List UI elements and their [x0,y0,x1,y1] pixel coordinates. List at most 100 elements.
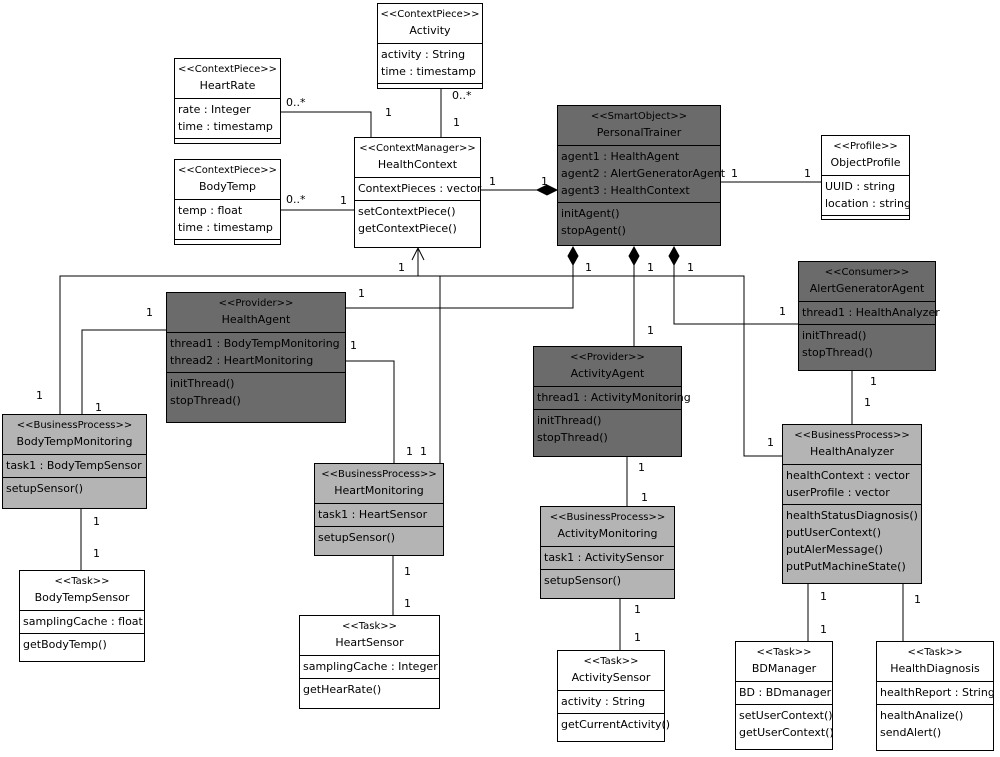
attributes-compartment: thread1 : HealthAnalyzer [799,301,940,324]
multiplicity: 1 [358,287,365,300]
multiplicity: 1 [385,106,392,119]
stereotype: <<BusinessProcess>> [794,430,910,441]
class-name: BodyTempMonitoring [16,435,133,448]
attribute: healthContext : vector [786,469,910,482]
multiplicity: 1 [585,261,592,274]
multiplicity: 1 [641,491,648,504]
multiplicity: 0..* [286,96,306,109]
class-header: <<Provider>> HealthAgent [167,293,345,332]
class-name: HealthDiagnosis [890,662,980,675]
multiplicity: 1 [870,375,877,388]
assoc-heartrate-healthcontext [281,111,372,138]
multiplicity: 1 [398,261,405,274]
class-header: <<ContextManager>>HealthContext [355,138,480,177]
operations-compartment [175,239,280,245]
operation: healthStatusDiagnosis() [786,509,918,522]
attribute: activity : String [381,48,466,61]
attribute: task1 : BodyTempSensor [6,459,142,472]
attribute: agent1 : HealthAgent [561,150,680,163]
operation: initThread() [170,377,235,390]
class-name: BodyTempSensor [34,591,130,604]
multiplicity: 0..* [286,193,306,206]
composition-diamond-healthagent [567,245,579,267]
attribute: activity : String [561,695,646,708]
attribute: task1 : HeartSensor [318,508,428,521]
multiplicity: 1 [779,305,786,318]
composition-diamond-activityagent [628,245,640,267]
operation: sendAlert() [880,726,942,739]
composition-diamond-alertgenerator [668,245,680,267]
operation: setupSensor() [6,482,84,495]
attributes-compartment: BD : BDmanager [736,681,832,704]
attributes-compartment: task1 : ActivitySensor [541,546,674,569]
operations-compartment [378,83,482,89]
class-name: HealthAgent [221,313,291,326]
multiplicity: 1 [820,623,827,636]
multiplicity: 1 [541,175,548,188]
operations-compartment: setContextPiece()getContextPiece() [355,200,480,240]
multiplicity: 1 [731,167,738,180]
attribute: thread1 : HealthAnalyzer [802,306,940,319]
attribute: agent3 : HealthContext [561,184,690,197]
class-header: <<BusinessProcess>>BodyTempMonitoring [3,415,146,454]
attribute: temp : float [178,204,243,217]
attribute: location : string [825,197,911,210]
multiplicity: 1 [647,324,654,337]
attribute: samplingCache : Integer [303,660,438,673]
attributes-compartment: samplingCache : float [20,610,144,633]
operations-compartment: initThread()stopThread() [799,324,935,364]
operation: putUserContext() [786,526,882,539]
operation: setContextPiece() [358,205,456,218]
attribute: ContextPieces : vector [358,182,482,195]
operation: setUserContext() [739,709,833,722]
class-name: AlertGeneratorAgent [809,282,925,295]
attribute: BD : BDmanager [739,686,832,699]
operation: initThread() [537,414,602,427]
attributes-compartment: task1 : BodyTempSensor [3,454,146,477]
class-name: HeartMonitoring [334,484,424,497]
multiplicity: 1 [634,631,641,644]
class-name: HeartRate [199,79,256,92]
operation: stopThread() [802,346,873,359]
stereotype: <<Provider>> [218,298,294,309]
class-header: <<ContextPiece>>BodyTemp [175,160,280,199]
multiplicity: 1 [687,261,694,274]
stereotype: <<Task>> [756,647,812,658]
multiplicity: 1 [404,597,411,610]
operation: getCurrentActivity() [561,718,671,731]
multiplicity: 1 [453,116,460,129]
stereotype: <<ContextPiece>> [177,64,278,75]
multiplicity: 1 [404,565,411,578]
multiplicity: 1 [638,461,645,474]
attribute: samplingCache : float [23,615,143,628]
assoc-personaltrainer-healthagent [346,264,574,309]
attribute: thread2 : HeartMonitoring [170,354,314,367]
attributes-compartment: ContextPieces : vector [355,177,482,200]
class-name: ActivityMonitoring [557,527,658,540]
operations-compartment: healthStatusDiagnosis() putUserContext() p… [783,504,921,578]
stereotype: <<Profile>> [833,141,898,152]
operation: setupSensor() [544,574,622,587]
multiplicity: 1 [634,603,641,616]
class-personaltrainer: <<SmartObject>>PersonalTrainer agent1 : H… [557,105,725,246]
class-header: <<Provider>>ActivityAgent [534,347,681,386]
attribute: time : timestamp [178,120,273,133]
class-header: <<SmartObject>>PersonalTrainer [558,106,720,145]
assoc-personaltrainer-alertgenerator [673,264,798,325]
stereotype: <<Task>> [907,647,963,658]
operation: stopThread() [537,431,608,444]
assoc-healthagent-heartmonitoring [346,360,395,464]
operations-compartment: healthAnalize()sendAlert() [877,704,993,744]
class-header: <<ContextPiece>> HeartRate [175,59,280,98]
multiplicity: 1 [95,401,102,414]
operation: putPutMachineState() [786,560,906,573]
